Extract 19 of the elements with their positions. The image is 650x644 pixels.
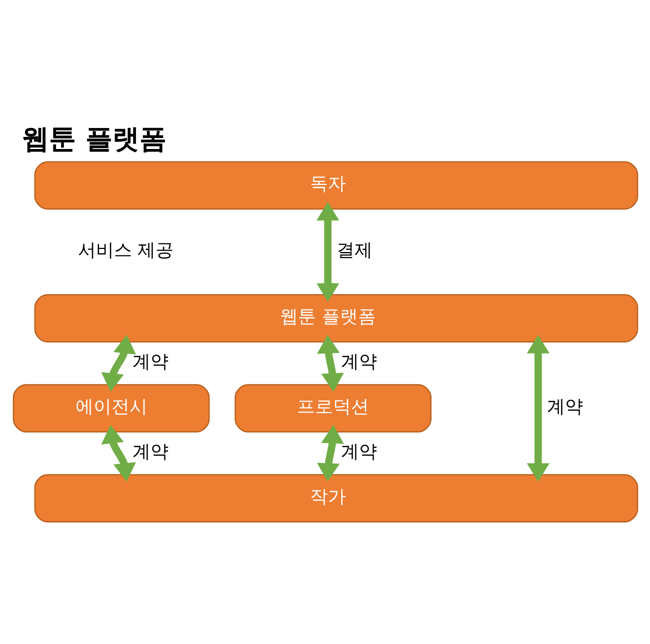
node-box: 독자: [34, 160, 638, 210]
node-box: 프로덕션: [234, 384, 432, 432]
edge-label: 계약: [546, 396, 583, 418]
node-box: 작가: [34, 474, 638, 522]
arrow: [316, 334, 344, 392]
node-box: 에이전시: [12, 384, 210, 432]
arrow: [316, 424, 344, 482]
edge-label: 계약: [132, 441, 168, 462]
node-box: 웹툰 플랫폼: [34, 294, 638, 342]
edge-label: 계약: [340, 351, 376, 372]
arrow: [526, 334, 549, 482]
label: 서비스 제공: [78, 240, 174, 261]
edge-label: 계약: [340, 441, 376, 462]
edge-label: 결제: [336, 240, 372, 261]
arrow: [316, 201, 339, 302]
arrow: [100, 424, 136, 482]
edge-label: 계약: [132, 351, 168, 372]
arrow: [100, 334, 136, 392]
diagram-title: 웹툰 플랫폼: [21, 124, 166, 155]
